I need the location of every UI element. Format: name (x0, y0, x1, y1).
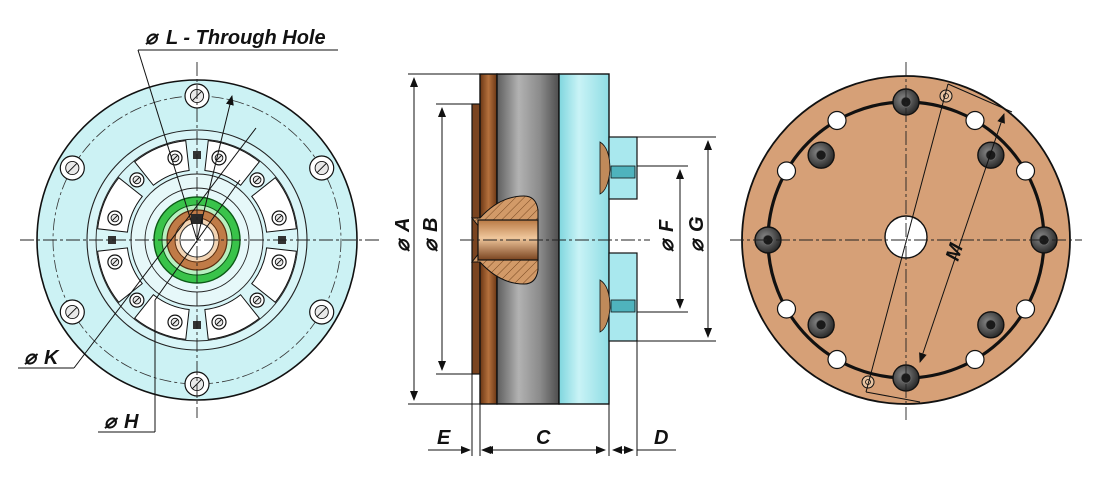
rear-hole (965, 349, 985, 370)
dia-a-label: A (392, 218, 414, 233)
diameter-symbol: ⌀ (145, 27, 160, 49)
dia-f-label: F (656, 219, 678, 232)
diameter-symbol: ⌀ (104, 411, 119, 433)
dia-g-label: G (686, 216, 708, 232)
label-dia-a: ⌀ A (392, 218, 414, 252)
rear-hole (776, 299, 797, 319)
dia-h-label: H (124, 411, 139, 433)
label-dia-k: ⌀ K (24, 347, 60, 369)
label-dia-g: ⌀ G (686, 216, 708, 252)
through-hole-label: L - Through Hole (166, 27, 326, 49)
diameter-symbol: ⌀ (392, 237, 414, 252)
diameter-symbol: ⌀ (420, 237, 442, 252)
rear-hole (1015, 161, 1036, 181)
diameter-symbol: ⌀ (24, 347, 39, 369)
diameter-symbol: ⌀ (686, 237, 708, 252)
label-dia-f: ⌀ F (656, 219, 678, 252)
dia-k-label: K (44, 347, 60, 369)
label-dia-h: ⌀ H (104, 411, 139, 433)
rear-hole (776, 161, 797, 181)
outer-bolt-holes (59, 83, 335, 397)
front-view (18, 49, 380, 433)
dim-c-label: C (536, 427, 551, 449)
side-view (408, 73, 716, 456)
rear-hole (827, 110, 847, 131)
dia-b-label: B (420, 218, 442, 232)
label-dia-b: ⌀ B (420, 218, 442, 252)
rear-hole (1015, 299, 1036, 319)
rear-view (730, 62, 1082, 420)
rear-hole (965, 110, 985, 131)
dim-e-label: E (437, 427, 451, 449)
diameter-symbol: ⌀ (656, 237, 678, 252)
dim-d-label: D (654, 427, 668, 449)
inner-screws (107, 150, 287, 330)
label-through-hole: ⌀ L - Through Hole (145, 27, 326, 49)
rear-hole (827, 349, 847, 370)
